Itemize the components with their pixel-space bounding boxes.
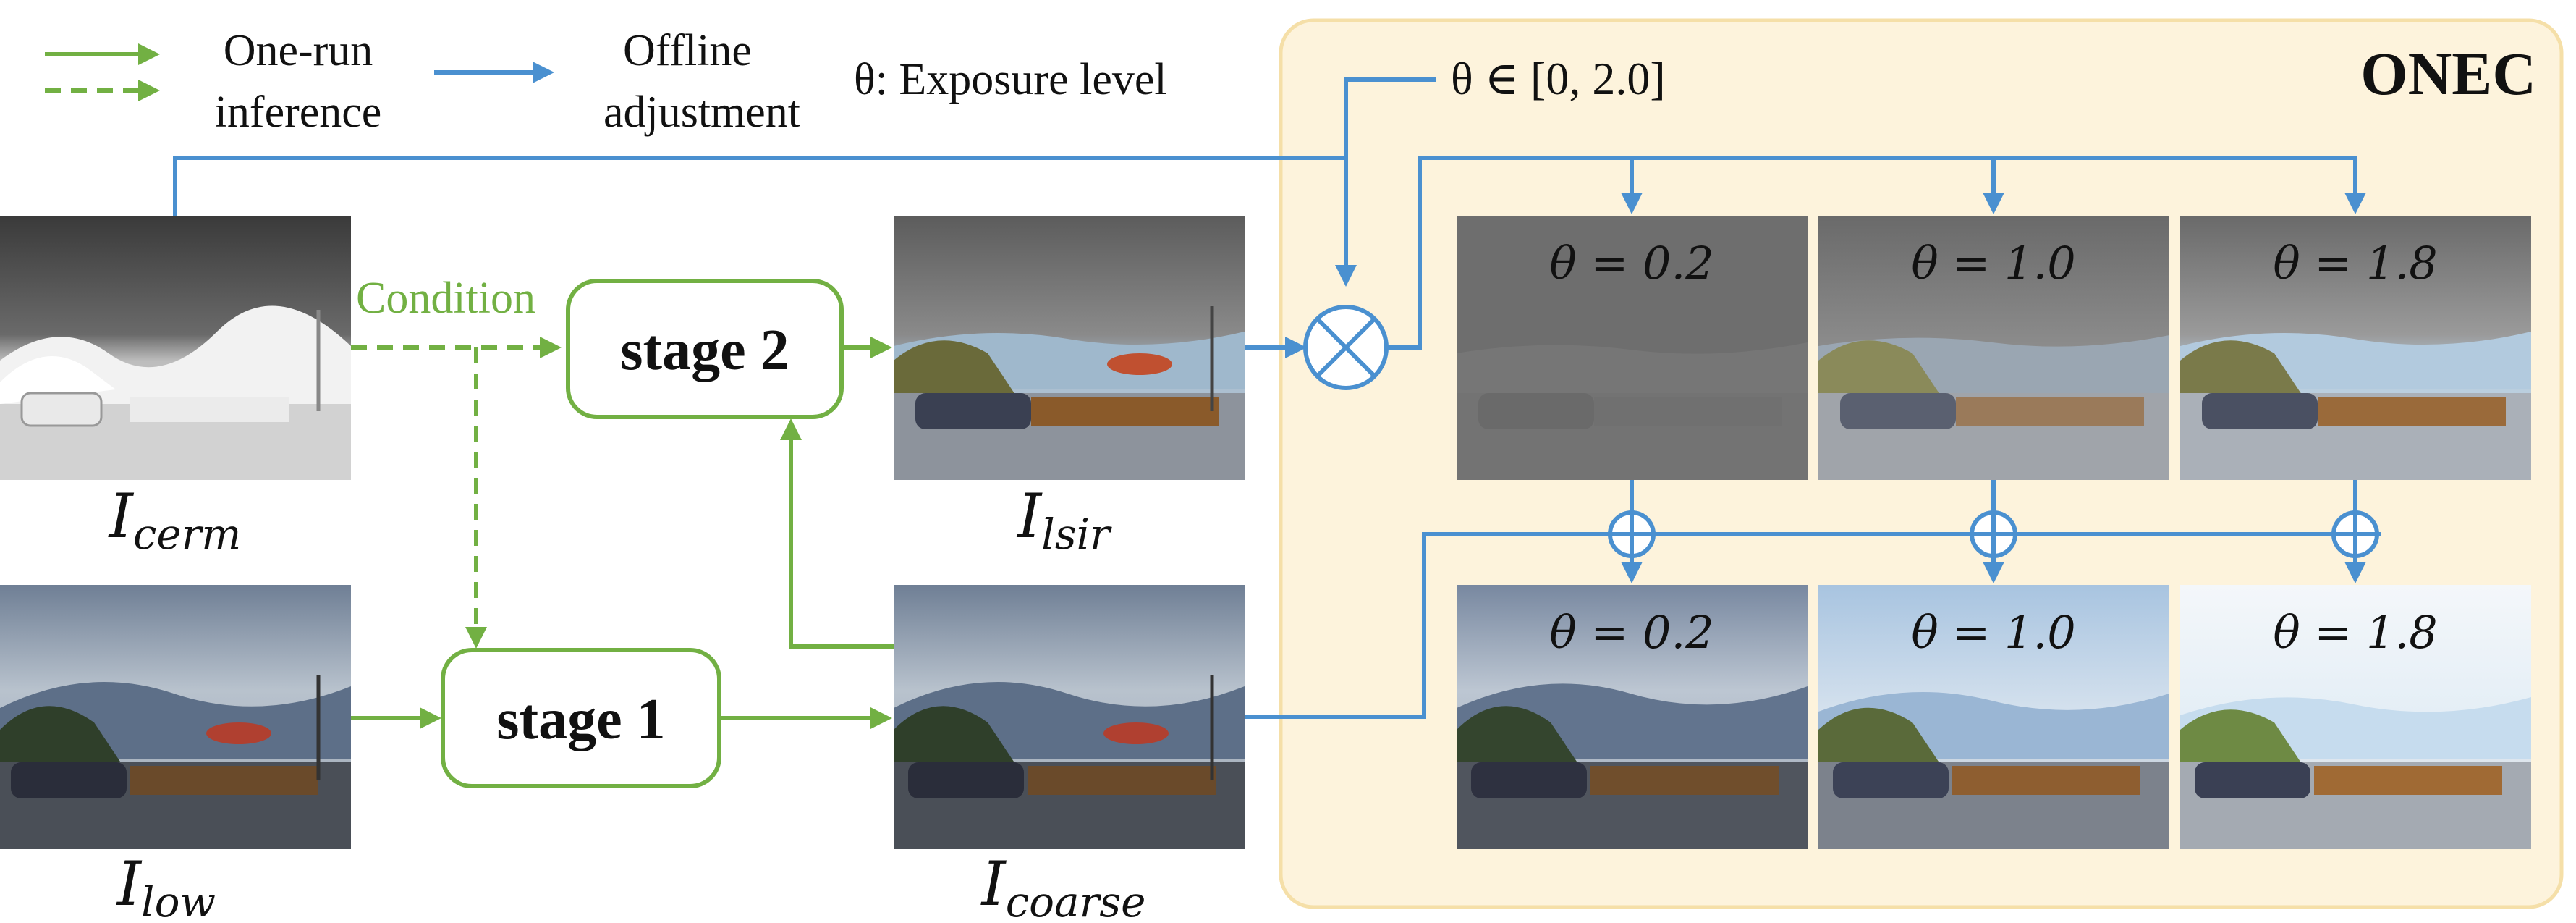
multiply-operator-icon [1303,305,1389,390]
onec-title: ONEC [2360,41,2536,108]
image-bottom-1-8 [2180,585,2531,849]
image-coarse [894,585,1245,849]
green-arrow-coarse-to-stage2 [780,418,894,649]
image-top-0-2 [1457,216,1808,480]
label-coarse: Icoarse [980,848,1146,923]
theta-bottom-1-0: θ = 1.0 [1911,606,2075,659]
add-operator-icon-3 [2331,510,2379,558]
image-top-1-0 [1818,216,2169,480]
theta-top-0-2: θ = 0.2 [1549,237,1713,290]
label-lsir: Ilsir [1016,481,1112,559]
condition-label: Condition [356,274,535,323]
blue-line-cerm-to-multiplier [173,156,1357,287]
legend-offline-line1: Offline [623,26,752,75]
stage1-label: stage 1 [496,688,665,751]
add-operator-icon-1 [1608,510,1656,558]
image-low [0,585,351,849]
theta-top-1-8: θ = 1.8 [2273,237,2437,290]
label-cerm: Icerm [108,481,242,559]
theta-range-label: θ ∈ [0, 2.0] [1451,53,1666,104]
blue-line-multiplier-out [1386,156,2366,350]
image-bottom-1-0 [1818,585,2169,849]
stage2-label: stage 2 [620,319,789,382]
legend-theta-definition: θ: Exposure level [854,55,1167,104]
image-top-1-8 [2180,216,2531,480]
add-operator-icon-2 [1970,510,2017,558]
legend-offline-line2: adjustment [603,88,800,137]
legend-one-run-line2: inference [215,88,382,137]
label-low: Ilow [116,848,216,923]
theta-bottom-0-2: θ = 0.2 [1549,606,1713,659]
blue-line-coarse-to-adders [1245,532,2381,719]
legend-one-run-line1: One-run [224,26,373,75]
theta-top-1-0: θ = 1.0 [1911,237,2075,290]
image-lsir [894,216,1245,480]
image-bottom-0-2 [1457,585,1808,849]
blue-line-theta-to-multiplier [1344,77,1436,158]
image-cerm [0,216,351,480]
theta-bottom-1-8: θ = 1.8 [2273,606,2437,659]
